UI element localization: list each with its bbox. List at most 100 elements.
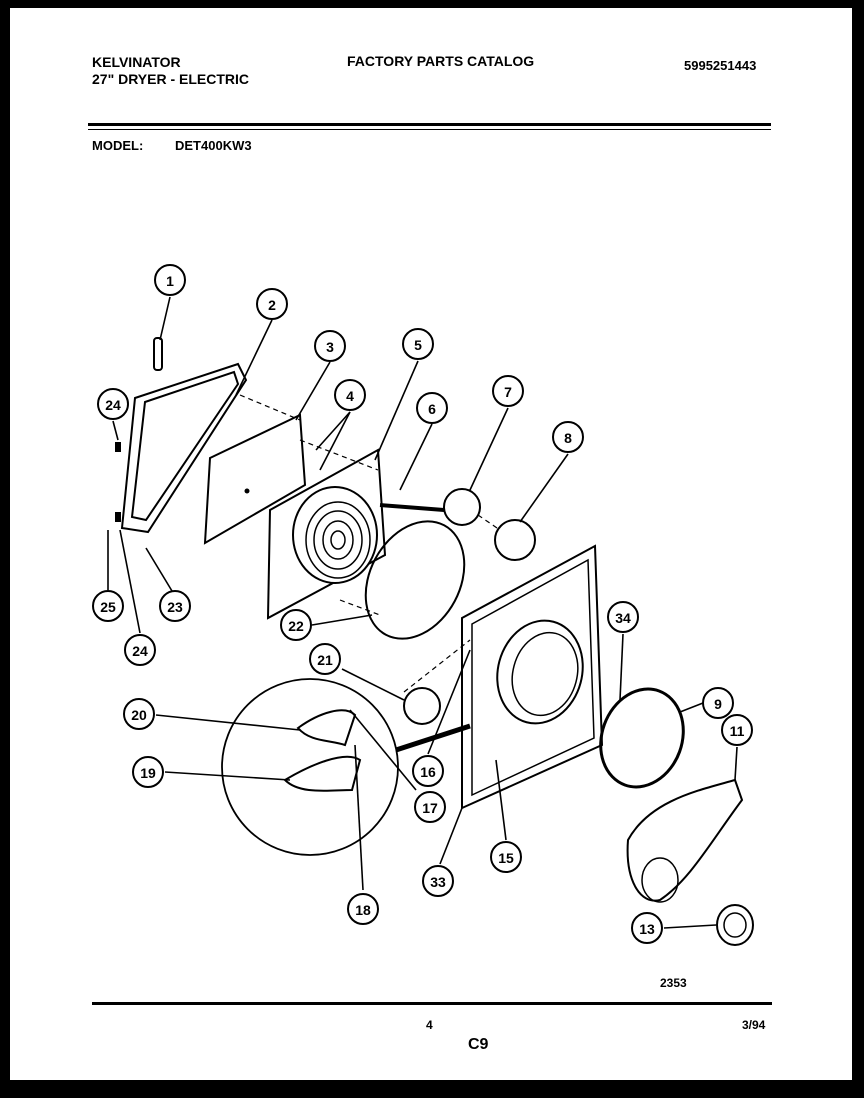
model-label: MODEL:: [92, 138, 144, 153]
callout-label: 15: [498, 850, 514, 866]
header-rule-thin: [88, 129, 771, 130]
callout-label: 8: [564, 430, 572, 446]
callout-label: 4: [346, 388, 354, 404]
callout-label: 3: [326, 339, 334, 355]
callout-circle: [132, 756, 164, 788]
callout-17: 17: [414, 791, 446, 823]
callout-label: 21: [317, 652, 333, 668]
callout-19: 19: [132, 756, 164, 788]
callout-circle: [280, 609, 312, 641]
callout-circle: [416, 392, 448, 424]
callout-18: 18: [347, 893, 379, 925]
catalog-page: [10, 8, 852, 1080]
callout-9: 9: [702, 687, 734, 719]
part-door-inner: [130, 370, 240, 522]
callout-25: 25: [92, 590, 124, 622]
part-duct-seal: [599, 687, 685, 789]
callout-24: 24: [97, 388, 129, 420]
callout-label: 24: [105, 397, 121, 413]
part-blower-housing: [626, 778, 744, 902]
callout-21: 21: [309, 643, 341, 675]
callout-24: 24: [124, 634, 156, 666]
part-filter-ring-3: [322, 520, 354, 560]
callout-1: 1: [154, 264, 186, 296]
callout-label: 18: [355, 902, 371, 918]
callout-22: 22: [280, 609, 312, 641]
part-glass-mark: [244, 488, 250, 494]
callout-circle: [402, 328, 434, 360]
footer-rule: [92, 1002, 772, 1005]
callout-circle: [412, 755, 444, 787]
callout-circle: [154, 264, 186, 296]
part-front-panel-inner: [471, 558, 595, 797]
callout-circle: [702, 687, 734, 719]
brand-name: KELVINATOR: [92, 54, 181, 70]
callout-label: 7: [504, 384, 512, 400]
callout-circle: [607, 601, 639, 633]
callout-circle: [159, 590, 191, 622]
callout-label: 23: [167, 599, 183, 615]
callout-circle: [552, 421, 584, 453]
part-small-24b: [115, 512, 121, 522]
callout-label: 25: [100, 599, 116, 615]
callout-23: 23: [159, 590, 191, 622]
callout-2: 2: [256, 288, 288, 320]
callout-20: 20: [123, 698, 155, 730]
callout-circle: [721, 714, 753, 746]
part-detail-19: [283, 755, 362, 792]
part-detail-20: [296, 709, 357, 747]
callout-label: 24: [132, 643, 148, 659]
callout-label: 6: [428, 401, 436, 417]
part-blower-ring-inner: [723, 912, 747, 938]
callout-circle: [492, 375, 524, 407]
callout-circle: [414, 791, 446, 823]
callout-circle: [631, 912, 663, 944]
detail-pointer-bar: [395, 723, 471, 753]
part-filter-ring-4: [330, 530, 346, 550]
callout-34: 34: [607, 601, 639, 633]
callout-13: 13: [631, 912, 663, 944]
part-door-seal: [364, 520, 466, 640]
callout-circle: [314, 330, 346, 362]
product-name: 27" DRYER - ELECTRIC: [92, 71, 250, 87]
model-number: DET400KW3: [175, 138, 252, 153]
callout-label: 9: [714, 696, 722, 712]
callout-label: 11: [730, 723, 745, 739]
part-hinge-bar: [379, 503, 445, 512]
callout-4: 4: [334, 379, 366, 411]
callout-33: 33: [422, 865, 454, 897]
part-front-opening: [496, 619, 584, 725]
part-hinge-8: [494, 519, 536, 561]
callout-6: 6: [416, 392, 448, 424]
callout-circle: [92, 590, 124, 622]
callout-11: 11: [721, 714, 753, 746]
part-filter-ring-1: [305, 501, 371, 579]
part-switch: [403, 687, 441, 725]
callout-label: 33: [430, 874, 446, 890]
figure-number: 2353: [660, 976, 687, 990]
callout-label: 19: [140, 765, 156, 781]
callout-label: 34: [615, 610, 631, 626]
part-blower-ring: [716, 904, 754, 946]
callout-circle: [334, 379, 366, 411]
callout-circle: [97, 388, 129, 420]
part-illustrations: [107, 337, 754, 946]
callout-label: 22: [288, 618, 304, 634]
part-small-24a: [115, 442, 121, 452]
callout-3: 3: [314, 330, 346, 362]
callout-label: 2: [268, 297, 276, 313]
callout-circle: [124, 634, 156, 666]
part-filter-ring-2: [313, 510, 363, 570]
callout-circle: [347, 893, 379, 925]
callout-label: 16: [420, 764, 436, 780]
callout-circle: [490, 841, 522, 873]
callout-circle: [123, 698, 155, 730]
part-door-glass: [203, 413, 307, 545]
callout-5: 5: [402, 328, 434, 360]
callout-label: 5: [414, 337, 422, 353]
callout-label: 1: [166, 273, 174, 289]
callout-label: 17: [422, 800, 438, 816]
footer-date: 3/94: [742, 1018, 766, 1032]
callout-7: 7: [492, 375, 524, 407]
